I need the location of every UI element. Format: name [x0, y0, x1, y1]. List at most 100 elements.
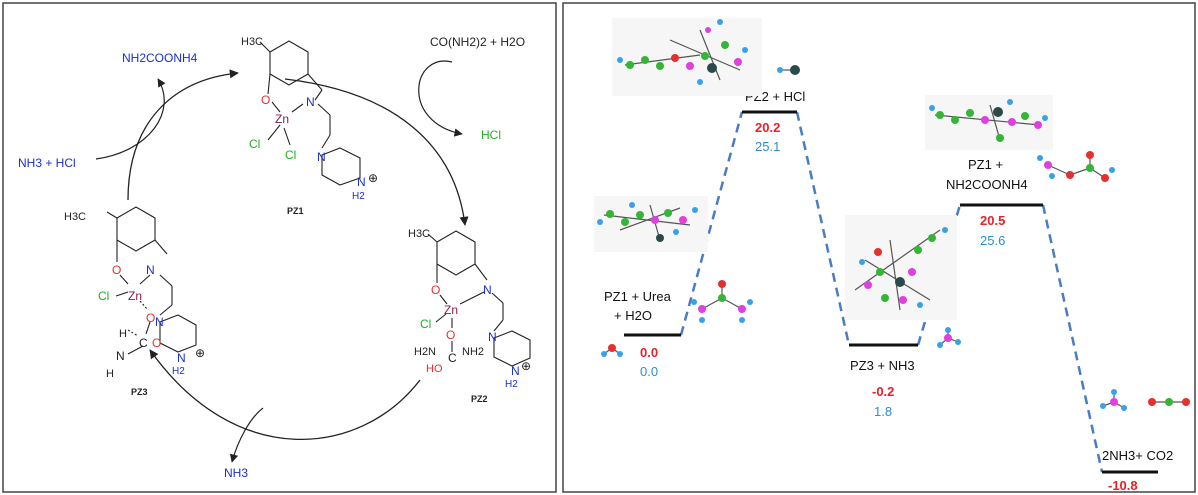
pz3-o-zn-bond	[119, 274, 129, 285]
state2-energy-blue: 25.1	[755, 139, 780, 154]
reagent-carbamate: NH2COONH4	[122, 51, 198, 65]
pz2-n-zn-bond	[459, 291, 485, 305]
molecule-render-pz1-urea	[594, 196, 708, 252]
pz1-zinc: Zn	[275, 112, 289, 126]
energy-profile-panel: PZ1 + Urea + H2O 0.0 0.0 PZ2 + HCl 20.2 …	[562, 2, 1196, 493]
reagent-nh3-out: NH3	[224, 466, 248, 480]
pz3-zinc: Zn	[128, 289, 142, 303]
molecule-render-pz2	[612, 18, 762, 96]
pz3-ammonium-h: H2	[172, 366, 185, 377]
molecule-render-water	[601, 344, 623, 357]
pz1-ammonium-h: H2	[352, 191, 365, 202]
pz2-label: PZ2	[471, 394, 488, 404]
pz2-oxygen: O	[431, 283, 440, 297]
pz2-benzene-ring	[436, 230, 476, 276]
pz3-ethyl-1	[159, 274, 173, 287]
pz1-chlorine-1: Cl	[249, 137, 260, 151]
state5-label: 2NH3+ CO2	[1102, 448, 1173, 463]
state4-label2: NH2COONH4	[946, 177, 1028, 192]
pz1-ethyl-1	[317, 103, 331, 116]
reagent-urea-water: CO(NH2)2 + H2O	[430, 35, 525, 49]
dash-1	[679, 111, 744, 336]
pz3-oxygen: O	[112, 263, 121, 277]
state4-energy-red: 20.5	[980, 213, 1005, 228]
state3-label: PZ3 + NH3	[850, 358, 915, 373]
pz2-piperazine-ring	[493, 330, 531, 367]
pz3-carbamate-c: C	[139, 336, 148, 350]
pz3-carbamate-o2: O	[152, 336, 161, 350]
pz3-c-n-bond	[127, 345, 144, 355]
reagent-nh3-hcl: NH3 + HCl	[18, 156, 76, 170]
pz2-chlorine: Cl	[420, 317, 431, 331]
pz3-n-zn-bond	[139, 274, 151, 285]
pz1-pip-n2: N	[357, 175, 366, 189]
catalytic-cycle-panel: NH2COONH4 NH3 + HCl CO(NH2)2 + H2O HCl N…	[2, 2, 557, 493]
left-panel-border	[2, 2, 557, 493]
state4-energy-blue: 25.6	[980, 233, 1005, 248]
molecule-render-hcl	[777, 65, 800, 75]
pz3-h-atom: H	[119, 328, 127, 340]
pz2-o-zn-bond	[439, 294, 448, 305]
state1-label2: + H2O	[614, 308, 652, 323]
pz1-o-zn-bond	[271, 101, 281, 113]
pz1-pip-n1: N	[317, 150, 326, 164]
pz3-methyl-bond	[106, 211, 118, 219]
state1-label: PZ1 + Urea	[604, 289, 672, 304]
molecule-render-pz1-product	[925, 95, 1053, 150]
pz2-amine-right: NH2	[462, 346, 484, 358]
pz1-chlorine-2: Cl	[285, 148, 296, 162]
pz2-amine-left: H2N	[414, 346, 436, 358]
state1-energy-red: 0.0	[640, 345, 658, 360]
pz2-imine-c	[474, 263, 488, 281]
pz2-methyl-bond	[427, 233, 438, 243]
molecule-render-urea	[691, 280, 753, 323]
pz3-h-bond	[127, 329, 139, 337]
pz1-zn-cl2-bond	[283, 127, 291, 146]
pz1-imine-bond	[314, 89, 323, 101]
state4-label: PZ1 +	[968, 157, 1003, 172]
pz3-piperazine-ring	[159, 314, 197, 353]
pz1-phenol-bond	[267, 73, 271, 95]
pz3-methyl-label: H3C	[64, 211, 86, 223]
pz1-label: PZ1	[287, 206, 304, 216]
pz1-piperazine-ring	[321, 147, 361, 186]
pz1-zn-cl1-bond	[267, 124, 281, 141]
pz3-carbamate-n: N	[116, 349, 125, 363]
state3-energy-blue: 1.8	[874, 404, 892, 419]
structure-pz1	[259, 40, 361, 186]
state3-energy-red: -0.2	[872, 384, 894, 399]
pz2-pip-n1: N	[488, 330, 497, 344]
pz2-ethyl-1	[491, 292, 504, 304]
pz1-methyl-bond	[259, 41, 271, 53]
pz1-methyl-label: H3C	[241, 36, 263, 48]
pz3-imine-n: N	[146, 263, 155, 277]
energy-levels	[624, 110, 1158, 474]
arrow-nh3-hcl-in-carbamate-out	[95, 78, 166, 160]
structure-pz2	[427, 230, 531, 367]
pz3-carbamate-o1: O	[146, 311, 155, 325]
molecule-render-nh3-product	[1100, 389, 1127, 411]
structure-pz3	[106, 206, 197, 355]
reagent-hcl-out: HCl	[481, 128, 501, 142]
state2-energy-red: 20.2	[755, 120, 780, 135]
pz1-benzene-ring	[269, 40, 309, 86]
pz2-zn-cl-bond	[435, 313, 447, 323]
pz3-zn-cl-bond	[115, 291, 129, 297]
pz2-methyl-label: H3C	[408, 228, 430, 240]
pz3-label: PZ3	[131, 387, 148, 397]
pz3-ethyl-3	[159, 304, 173, 316]
pz2-urea-oxygen: O	[446, 328, 455, 342]
molecule-render-pz3	[845, 215, 957, 320]
molecule-render-co2	[1148, 398, 1190, 406]
pz3-pip-n2: N	[177, 351, 186, 365]
pz3-plus-sign: ⊕	[195, 346, 205, 360]
state1-energy-blue: 0.0	[640, 364, 658, 379]
dash-4	[1041, 204, 1104, 473]
pz1-imine-n: N	[306, 95, 315, 109]
pz2-plus-sign: ⊕	[521, 359, 531, 373]
cycle-arrow-pz2-to-pz3	[149, 349, 421, 440]
arrow-urea-in-hcl-out	[418, 60, 463, 137]
state5-energy-red: -10.8	[1108, 478, 1138, 493]
pz1-ethyl-3	[321, 134, 331, 149]
pz3-chlorine: Cl	[98, 289, 109, 303]
